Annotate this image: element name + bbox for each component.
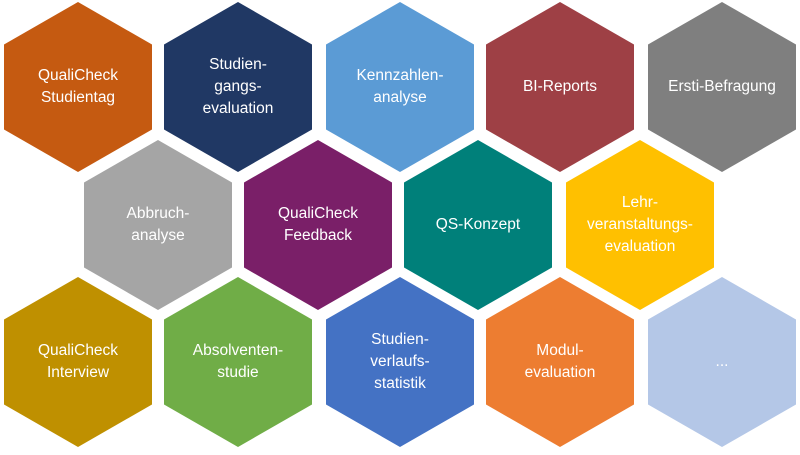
hexagon-label: Studien- verlaufs- statistik (370, 331, 430, 392)
hexagon-6: Abbruch- analyse (84, 140, 232, 310)
hexagon-label: Modul- evaluation (524, 342, 596, 381)
hexagon-1: QualiCheck Studientag (4, 2, 152, 172)
hexagon-4: BI-Reports (486, 2, 634, 172)
hexagon-label: QualiCheck Studientag (37, 67, 119, 106)
hexagon-label: QS-Konzept (435, 216, 521, 233)
hexagon-label: QualiCheck Interview (37, 342, 119, 381)
hexagon-11: Absolventen- studie (164, 277, 312, 447)
hexagon-label: ... (715, 353, 729, 370)
hexagon-13: Modul- evaluation (486, 277, 634, 447)
hexagon-5: Ersti-Befragung (648, 2, 796, 172)
hexagon-8: QS-Konzept (404, 140, 552, 310)
hexagon-label: QualiCheck Feedback (277, 205, 359, 244)
hexagon-2: Studien- gangs- evaluation (164, 2, 312, 172)
hexagon-label: Abbruch- analyse (126, 205, 190, 244)
hexagon-label: Kennzahlen- analyse (356, 67, 444, 106)
hexagon-14: ... (648, 277, 796, 447)
hexagon-3: Kennzahlen- analyse (326, 2, 474, 172)
hexagon-label: Lehr- veranstaltungs- evaluation (587, 194, 693, 255)
hexagon-9: Lehr- veranstaltungs- evaluation (566, 140, 714, 310)
hexagon-label: Ersti-Befragung (668, 78, 776, 95)
hexagon-label: BI-Reports (522, 78, 598, 95)
hexagon-label: Absolventen- studie (192, 342, 284, 381)
hexagon-label: Studien- gangs- evaluation (202, 56, 274, 117)
hexagon-10: QualiCheck Interview (4, 277, 152, 447)
hexagon-7: QualiCheck Feedback (244, 140, 392, 310)
hexagon-12: Studien- verlaufs- statistik (326, 277, 474, 447)
